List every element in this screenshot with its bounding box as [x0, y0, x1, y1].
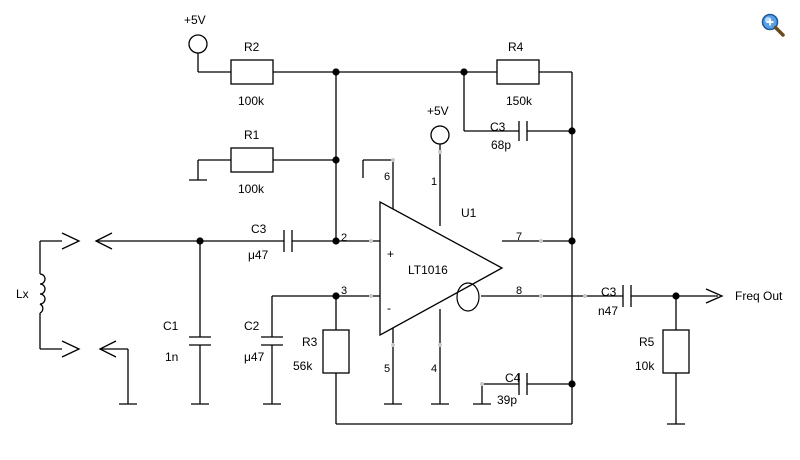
r2-name: R2	[244, 40, 260, 54]
capacitor-c4	[518, 373, 528, 395]
c1-value: 1n	[165, 350, 178, 364]
capacitor-c1	[189, 336, 211, 346]
test-probe-arrows	[61, 232, 724, 358]
r3-name: R3	[302, 335, 318, 349]
capacitor-c3-input	[283, 230, 293, 252]
r4-name: R4	[508, 40, 524, 54]
junction-dots	[196, 68, 680, 388]
pin-7: 7	[516, 231, 522, 243]
capacitor-c3-feedback	[518, 121, 528, 141]
r3-value: 56k	[293, 359, 313, 373]
wiring	[39, 52, 718, 425]
opamp-designator: U1	[461, 206, 477, 220]
supply-label-opamp: +5V	[427, 104, 449, 118]
c1-name: C1	[163, 319, 179, 333]
c3-input-value: μ47	[248, 248, 269, 262]
output-arrow	[705, 288, 724, 304]
zoom-in-icon[interactable]	[760, 12, 786, 38]
pin-3: 3	[341, 285, 347, 297]
resistor-r5	[662, 329, 690, 374]
pin-5: 5	[384, 363, 390, 375]
probe-arrow-bottom-right	[98, 340, 117, 358]
opamp-u1	[379, 200, 504, 337]
opamp-minus: -	[387, 301, 391, 315]
c2-value: μ47	[244, 350, 265, 364]
pin-1: 1	[431, 176, 437, 188]
r5-name: R5	[639, 335, 655, 349]
pin-2: 2	[341, 232, 347, 244]
probe-arrow-top-left	[61, 232, 81, 250]
supply-circle-top	[188, 34, 208, 54]
probe-arrow-bottom-left	[61, 340, 81, 358]
c3-feedback-value: 68p	[491, 138, 511, 152]
r4-value: 150k	[506, 94, 533, 108]
pin-4: 4	[431, 363, 437, 375]
resistor-r2	[230, 59, 274, 85]
lx-name: Lx	[16, 287, 29, 301]
resistor-r1	[230, 147, 274, 173]
inductor-lx	[39, 273, 46, 314]
probe-arrow-top-right	[94, 232, 113, 250]
r1-value: 100k	[238, 182, 265, 196]
c2-name: C2	[244, 319, 260, 333]
supply-label-top: +5V	[184, 13, 206, 27]
c3-input-name: C3	[251, 222, 267, 236]
resistor-r4	[496, 59, 540, 85]
pin8-ring	[456, 282, 480, 312]
c4-name: C4	[505, 371, 521, 385]
pin-6: 6	[384, 171, 390, 183]
freq-out-label: Freq Out	[735, 289, 783, 303]
opamp-part: LT1016	[408, 263, 448, 277]
capacitor-c3-output	[622, 285, 632, 307]
c3-output-name: C3	[601, 285, 617, 299]
pin-8: 8	[516, 285, 522, 297]
c4-value: 39p	[497, 393, 517, 407]
r2-value: 100k	[238, 94, 265, 108]
opamp-plus: +	[387, 247, 394, 261]
c3-output-value: n47	[598, 304, 618, 318]
supply-circle-opamp	[430, 125, 450, 145]
r1-name: R1	[244, 128, 260, 142]
r5-value: 10k	[635, 359, 655, 373]
c3-feedback-name: C3	[490, 120, 506, 134]
resistor-r3	[322, 329, 350, 374]
pin-terminals	[369, 150, 587, 386]
capacitor-c2	[261, 336, 283, 346]
